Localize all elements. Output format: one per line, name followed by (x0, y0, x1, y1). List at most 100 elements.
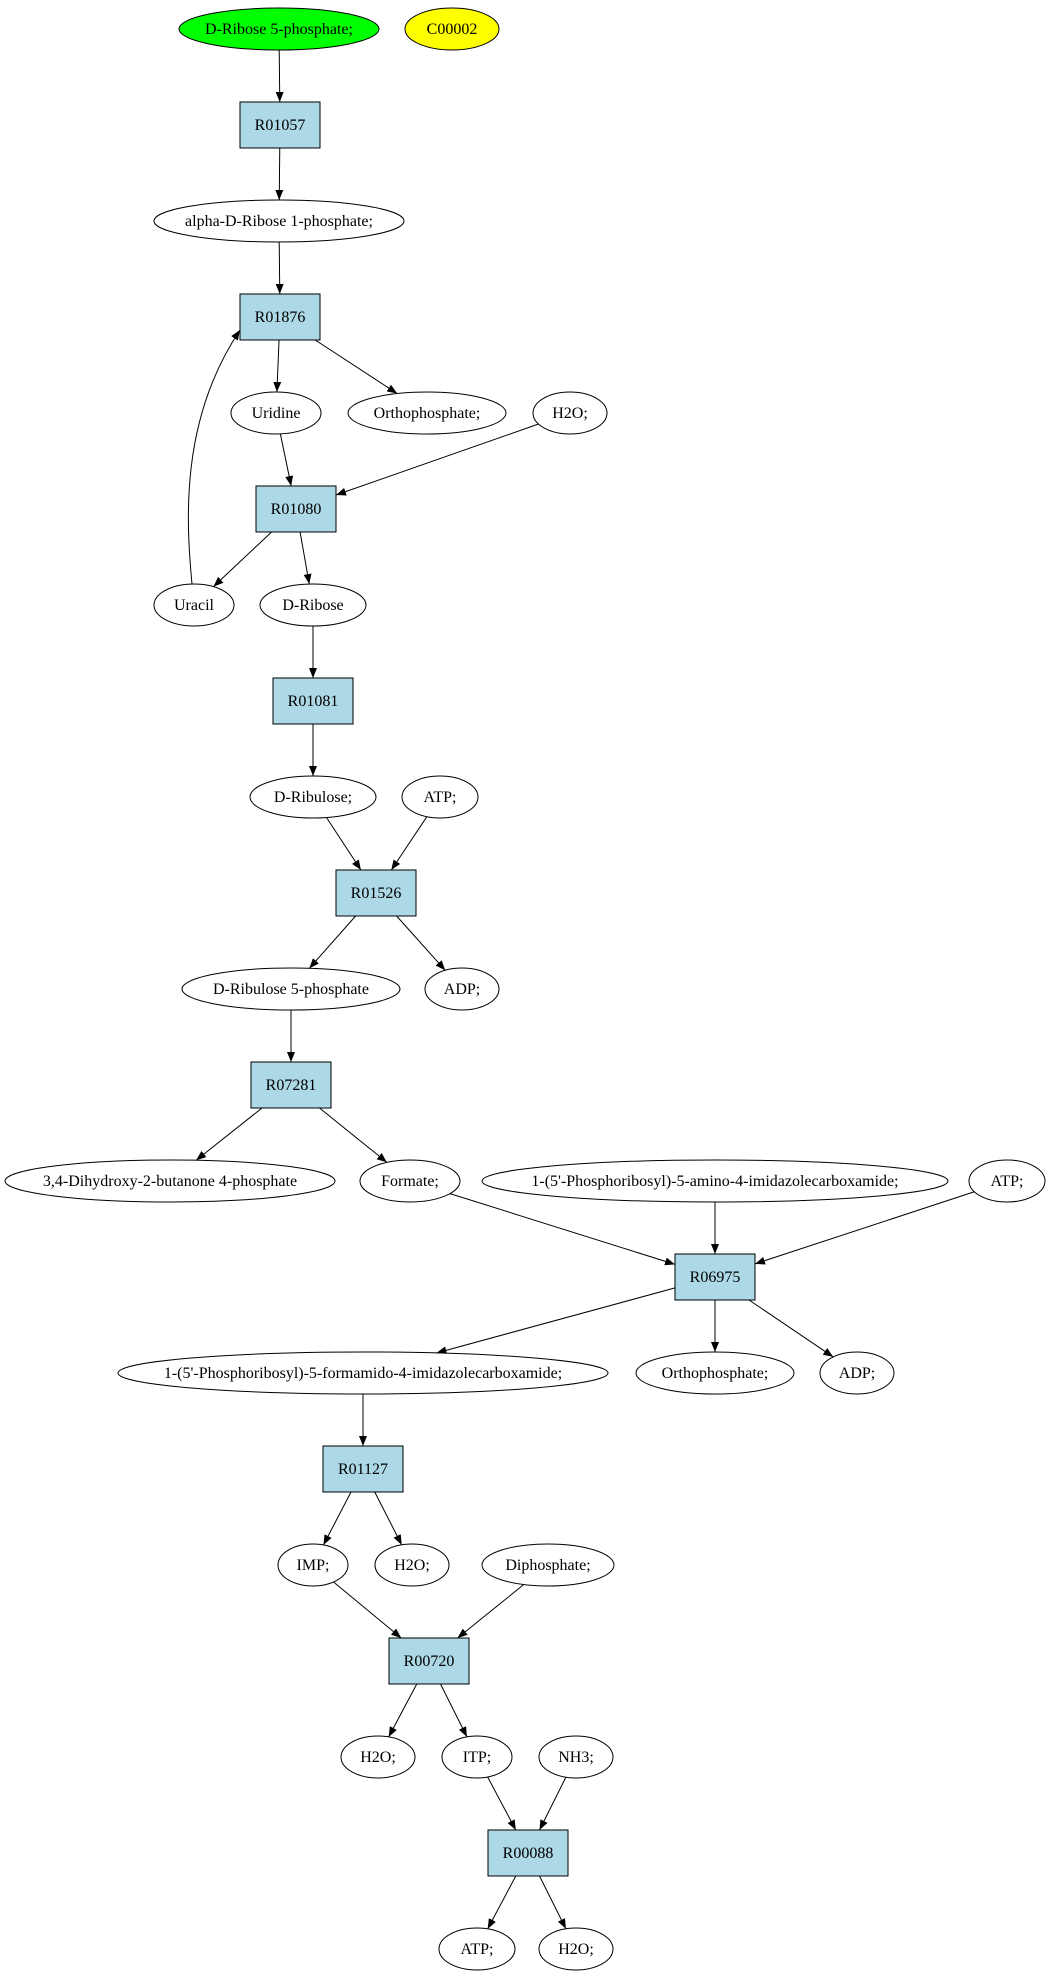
compound-node-c-atp1[interactable]: ATP; (401, 775, 479, 819)
compound-node-c-c00002[interactable]: C00002 (404, 7, 500, 51)
compound-ellipse (249, 775, 377, 819)
compound-node-c-adp2[interactable]: ADP; (819, 1351, 895, 1395)
compound-ellipse (277, 1543, 349, 1587)
compound-ellipse (819, 1351, 895, 1395)
compound-ellipse (532, 391, 608, 435)
compound-node-c-ortho1[interactable]: Orthophosphate; (347, 391, 507, 435)
edge-r-R00720-to-c-itp (440, 1683, 468, 1738)
edge-r-R01127-to-c-h2o2 (374, 1491, 403, 1546)
edge-c-h2o1-to-r-R01080 (335, 423, 539, 496)
compound-node-c-adp1[interactable]: ADP; (424, 967, 500, 1011)
edge-c-imp-to-r-R00720 (333, 1581, 402, 1639)
compound-ellipse (481, 1543, 615, 1587)
compound-node-c-dribulose[interactable]: D-Ribulose; (249, 775, 377, 819)
edge-c-formate-to-r-R06975 (449, 1193, 676, 1266)
reaction-label: R06975 (690, 1269, 741, 1286)
edge-r-R01080-to-c-uracil (213, 531, 272, 588)
compound-ellipse (404, 7, 500, 51)
reaction-box (239, 101, 321, 149)
compound-node-c-h2o4[interactable]: H2O; (538, 1927, 614, 1971)
compound-ellipse (230, 391, 322, 435)
compound-ellipse (259, 583, 367, 627)
compound-ellipse (401, 775, 479, 819)
compound-ellipse (153, 199, 405, 243)
reaction-box (487, 1829, 569, 1877)
compound-ellipse (178, 7, 380, 51)
reaction-node-r-r01127[interactable]: R01127 (322, 1445, 404, 1493)
reaction-node-r-r00088[interactable]: R00088 (487, 1829, 569, 1877)
compound-label: H2O; (360, 1749, 396, 1766)
compound-ellipse (359, 1159, 461, 1203)
reaction-node-r-r00720[interactable]: R00720 (388, 1637, 470, 1685)
reaction-node-r-r01081[interactable]: R01081 (272, 677, 354, 725)
compound-ellipse (181, 967, 401, 1011)
compound-node-c-ortho2[interactable]: Orthophosphate; (635, 1351, 795, 1395)
reaction-node-r-r07281[interactable]: R07281 (250, 1061, 332, 1109)
edge-c-dribulose-to-r-R01526 (326, 817, 362, 871)
compound-node-c-imp[interactable]: IMP; (277, 1543, 349, 1587)
reaction-label: R01876 (255, 309, 306, 326)
reaction-node-r-r01080[interactable]: R01080 (255, 485, 337, 533)
compound-node-c-h2o2[interactable]: H2O; (374, 1543, 450, 1587)
reaction-node-r-r01876[interactable]: R01876 (239, 293, 321, 341)
compound-node-c-dru5p[interactable]: D-Ribulose 5-phosphate (181, 967, 401, 1011)
compound-label: ADP; (444, 981, 480, 998)
reaction-node-r-r06975[interactable]: R06975 (674, 1253, 756, 1301)
compound-label: ATP; (991, 1173, 1024, 1190)
compound-node-c-aicar[interactable]: 1-(5'-Phosphoribosyl)-5-amino-4-imidazol… (481, 1159, 949, 1203)
edges-layer (187, 49, 975, 1930)
compound-node-c-nh3[interactable]: NH3; (538, 1735, 614, 1779)
compound-ellipse (340, 1735, 416, 1779)
compound-label: ATP; (424, 789, 457, 806)
compound-node-c-itp[interactable]: ITP; (441, 1735, 513, 1779)
compound-ellipse (153, 583, 235, 627)
compound-ellipse (4, 1159, 336, 1203)
compound-node-c-h2o1[interactable]: H2O; (532, 391, 608, 435)
reaction-label: R01080 (271, 501, 322, 518)
compound-node-c-diphosphate[interactable]: Diphosphate; (481, 1543, 615, 1587)
compound-node-c-atp3[interactable]: ATP; (438, 1927, 516, 1971)
reaction-label: R01127 (338, 1461, 388, 1478)
reaction-label: R07281 (266, 1077, 317, 1094)
edge-r-R00088-to-c-h2o4 (539, 1875, 567, 1930)
compound-node-c-dribose[interactable]: D-Ribose (259, 583, 367, 627)
edge-r-R01876-to-c-uridine (273, 339, 282, 393)
reaction-box (335, 869, 417, 917)
reaction-node-r-r01526[interactable]: R01526 (335, 869, 417, 917)
compound-label: NH3; (558, 1749, 594, 1766)
edge-r-R01080-to-c-dribose (299, 531, 312, 585)
compound-node-c-formate[interactable]: Formate; (359, 1159, 461, 1203)
compound-ellipse (968, 1159, 1046, 1203)
reaction-label: R01526 (351, 885, 402, 902)
compound-label: 1-(5'-Phosphoribosyl)-5-formamido-4-imid… (164, 1365, 562, 1382)
compound-ellipse (538, 1927, 614, 1971)
compound-label: Uracil (174, 597, 215, 614)
reaction-box (250, 1061, 332, 1109)
edge-c-nh3-to-r-R00088 (539, 1776, 567, 1831)
edge-r-R01057-to-c-adr1p (275, 147, 284, 201)
compound-ellipse (424, 967, 500, 1011)
reaction-box (388, 1637, 470, 1685)
reaction-box (272, 677, 354, 725)
compound-node-c-r5p[interactable]: D-Ribose 5-phosphate; (178, 7, 380, 51)
compound-label: alpha-D-Ribose 1-phosphate; (185, 213, 373, 230)
compound-node-c-uridine[interactable]: Uridine (230, 391, 322, 435)
edge-c-itp-to-r-R00088 (487, 1776, 517, 1831)
compound-label: H2O; (558, 1941, 594, 1958)
compound-node-c-atp2[interactable]: ATP; (968, 1159, 1046, 1203)
compound-label: Orthophosphate; (662, 1365, 769, 1382)
compound-ellipse (481, 1159, 949, 1203)
reaction-node-r-r01057[interactable]: R01057 (239, 101, 321, 149)
compound-node-c-uracil[interactable]: Uracil (153, 583, 235, 627)
compound-label: C00002 (427, 21, 478, 38)
reaction-label: R00088 (503, 1845, 554, 1862)
compound-node-c-h2o3[interactable]: H2O; (340, 1735, 416, 1779)
compound-node-c-dhbp[interactable]: 3,4-Dihydroxy-2-butanone 4-phosphate (4, 1159, 336, 1203)
compound-node-c-faicar[interactable]: 1-(5'-Phosphoribosyl)-5-formamido-4-imid… (117, 1351, 609, 1395)
reaction-box (239, 293, 321, 341)
compound-node-c-adr1p[interactable]: alpha-D-Ribose 1-phosphate; (153, 199, 405, 243)
reaction-box (674, 1253, 756, 1301)
edge-r-R07281-to-c-dhbp (195, 1107, 263, 1161)
reaction-label: R00720 (404, 1653, 455, 1670)
